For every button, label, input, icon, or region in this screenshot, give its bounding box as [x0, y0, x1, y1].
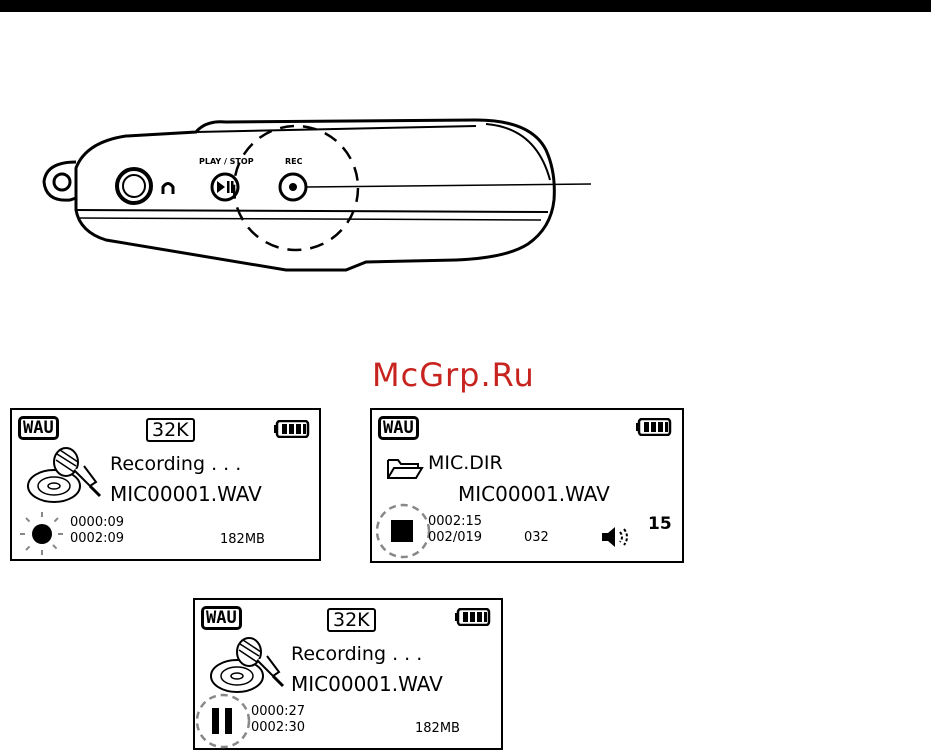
lcd-screen-paused: WAU 32K Recording . . . MIC00001.WAV 000…: [193, 598, 503, 750]
format-badge: WAU: [18, 416, 59, 440]
device-side-illustration: PLAY / STOP REC: [36, 110, 596, 280]
speaker-volume-icon: [600, 524, 634, 550]
pause-icon: [195, 692, 253, 750]
elapsed-time: 0000:27: [251, 704, 305, 719]
rec-button[interactable]: [280, 174, 306, 200]
stop-square-icon: [374, 502, 432, 560]
filename: MIC00001.WAV: [110, 482, 262, 506]
free-space: 182MB: [415, 721, 460, 736]
microphone-disc-icon: [207, 636, 287, 696]
battery-icon: [636, 418, 672, 436]
bitrate-code: 032: [524, 530, 549, 545]
play-time: 0002:15: [428, 514, 482, 529]
folder-icon: [386, 456, 424, 480]
battery-icon: [455, 608, 491, 626]
remaining-time: 0002:09: [70, 531, 124, 546]
elapsed-time: 0000:09: [70, 515, 124, 530]
folder-name: MIC.DIR: [428, 452, 503, 474]
bitrate-box: 32K: [327, 608, 376, 632]
filename: MIC00001.WAV: [458, 482, 610, 506]
volume-level: 15: [648, 514, 672, 534]
format-badge: WAU: [201, 606, 242, 630]
bitrate-box: 32K: [146, 418, 195, 442]
top-black-bar: [0, 0, 931, 12]
lcd-screen-recording: WAU 32K Recording . . . MIC00001.WAV 000…: [10, 408, 321, 561]
lanyard-loop: [44, 162, 76, 200]
lcd-screen-stopped: WAU MIC.DIR MIC00001.WAV 0002:15 002/019…: [370, 408, 684, 563]
headphone-jack[interactable]: [117, 169, 151, 203]
recording-status: Recording . . .: [110, 453, 241, 475]
format-badge: WAU: [378, 416, 419, 440]
filename: MIC00001.WAV: [291, 672, 443, 696]
track-counter: 002/019: [428, 530, 482, 545]
record-dot-icon: [12, 510, 72, 560]
microphone-disc-icon: [24, 446, 104, 506]
watermark: McGrp.Ru: [372, 356, 535, 394]
rec-label: REC: [285, 157, 303, 166]
play-stop-label: PLAY / STOP: [199, 157, 254, 166]
recording-status: Recording . . .: [291, 643, 422, 665]
free-space: 182MB: [220, 532, 265, 547]
headphone-icon: [163, 184, 173, 195]
callout-line: [306, 184, 591, 187]
battery-icon: [274, 420, 310, 438]
remaining-time: 0002:30: [251, 720, 305, 735]
